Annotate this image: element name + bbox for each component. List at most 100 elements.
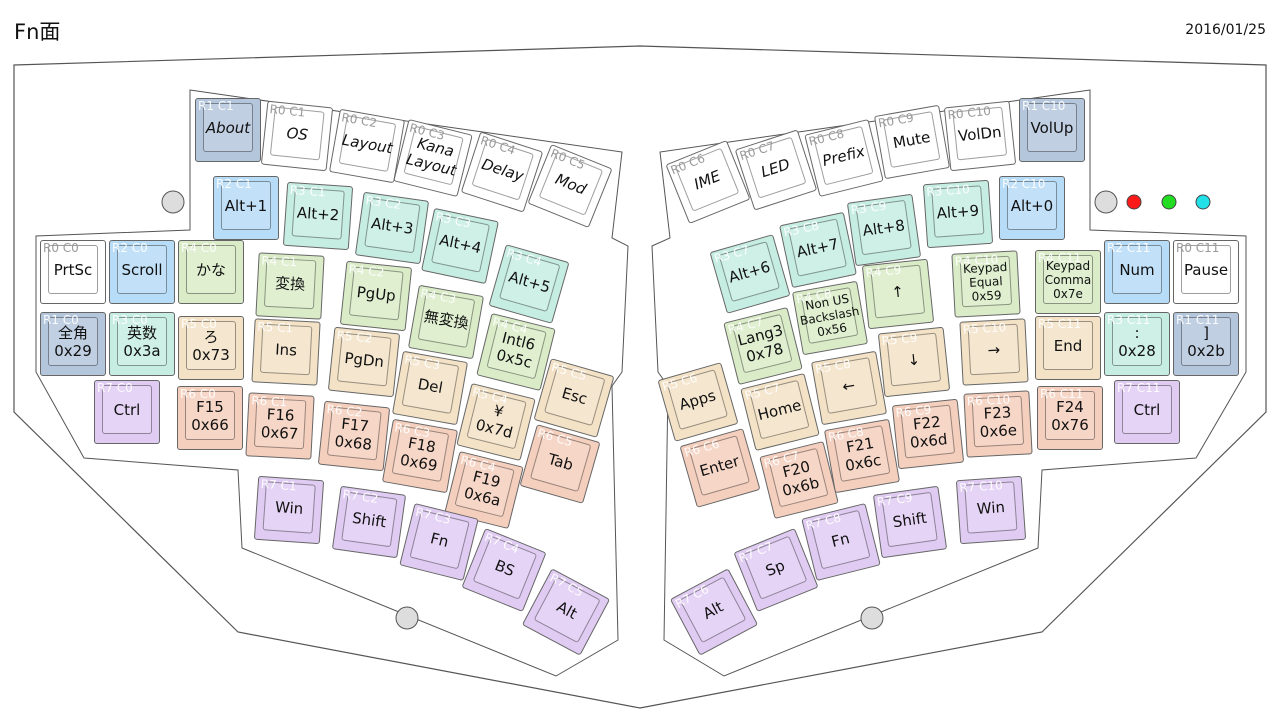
key-label: Sp: [762, 555, 788, 580]
key-label: IME: [691, 166, 723, 194]
key-label: Fn: [428, 528, 451, 551]
key: R4 C9↑: [861, 258, 935, 330]
key-label: ↓: [906, 349, 921, 370]
key-cap: [1027, 103, 1077, 152]
key-label: Alt+9: [936, 201, 980, 222]
key-cap: [186, 245, 236, 294]
led-green: [1161, 194, 1177, 210]
key-label: End: [1053, 336, 1083, 355]
key-matrix-position: R1 C10: [1022, 99, 1066, 113]
key-label: Mod: [552, 169, 589, 198]
key-label: F17 0x68: [333, 414, 373, 454]
key-label: F16 0x67: [260, 404, 299, 443]
key-matrix-position: R0 C11: [1176, 241, 1220, 255]
key-label: Alt+7: [794, 234, 841, 261]
key-cap: [1181, 245, 1231, 294]
key-matrix-position: R1 C0: [43, 313, 79, 327]
key-label: BS: [492, 555, 518, 580]
key-label: Alt+1: [224, 196, 268, 215]
led-red: [1126, 194, 1142, 210]
key-cap: [48, 317, 98, 366]
key-label: OS: [285, 123, 309, 144]
key-label: Win: [976, 497, 1006, 518]
key-matrix-position: R2 C0: [112, 241, 148, 255]
key-cap: [48, 245, 98, 294]
key-label: Mute: [891, 127, 932, 152]
led-cyan: [1195, 194, 1211, 210]
key: R5 C8←: [810, 350, 888, 426]
key-matrix-position: R3 C11: [1107, 313, 1151, 327]
key-label: F21 0x6c: [843, 433, 883, 475]
key-label: F22 0x6d: [909, 412, 949, 452]
key-label: F18 0x69: [398, 433, 439, 475]
key-label: 無変換: [422, 306, 471, 333]
key-label: Kana Layout: [404, 133, 459, 180]
key-label: Alt: [553, 597, 581, 623]
page-title: Fn面: [14, 20, 61, 44]
key-cap: [1043, 321, 1093, 370]
key-label: Ctrl: [1133, 400, 1161, 419]
key-label: F15 0x66: [191, 397, 229, 434]
key-label: Alt: [699, 597, 727, 623]
key-matrix-position: R2 C1: [216, 177, 252, 191]
key-label: Shift: [351, 508, 388, 531]
key-label: Scroll: [121, 260, 163, 279]
key-label: ろ 0x73: [192, 327, 230, 364]
plate-outline-left: [35, 89, 629, 677]
key-matrix-position: R6 C0: [180, 387, 216, 401]
key-label: F24 0x76: [1051, 397, 1089, 434]
key-label: Alt+0: [1010, 196, 1054, 215]
key-label: Del: [416, 374, 445, 397]
key-label: ←: [840, 375, 857, 396]
key-cap: [203, 103, 253, 152]
key-cap: [1007, 181, 1057, 230]
key-label: VolDn: [957, 122, 1003, 145]
mount-hole: [395, 606, 419, 630]
key: R3 C11: 0x28: [1104, 312, 1170, 376]
key-label: Ctrl: [113, 400, 141, 419]
key-label: Ins: [274, 339, 298, 360]
key-label: PgUp: [355, 282, 397, 305]
key-matrix-position: R1 C1: [198, 99, 234, 113]
key-matrix-position: R2 C10: [1002, 177, 1046, 191]
key-cap: [1112, 317, 1162, 366]
key: R5 C9↓: [877, 326, 951, 398]
